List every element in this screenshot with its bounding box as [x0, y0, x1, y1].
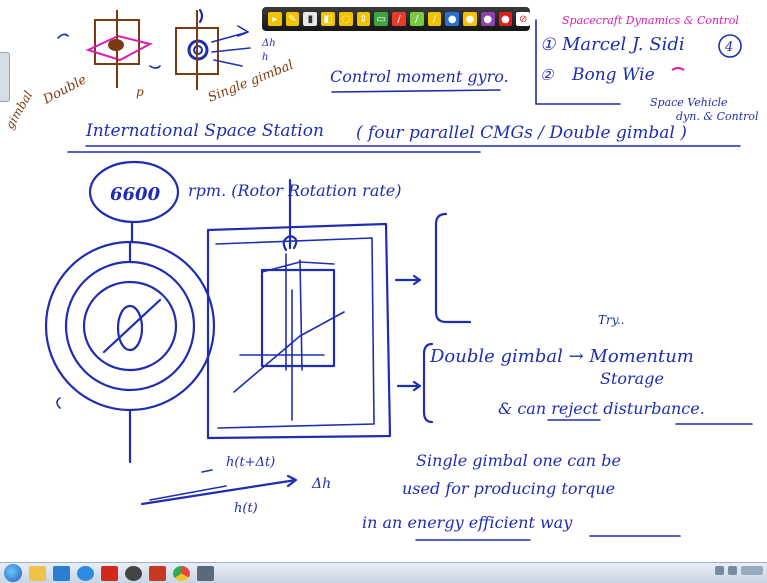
- pen-toolbar: ▸ ✎ ▮ ◧ ◌ ⇕ ▭ / / / ● ● ● ● ⊘: [262, 7, 530, 31]
- single-gimbal-line2: used for producing torque: [402, 479, 615, 498]
- chrome-icon[interactable]: [173, 566, 190, 581]
- tool-shapes-icon[interactable]: ▭: [374, 12, 388, 26]
- pdf-app-icon[interactable]: [149, 566, 166, 581]
- volume-icon[interactable]: [728, 566, 737, 575]
- ref1-author: Marcel J. Sidi: [561, 34, 685, 55]
- tool-close-icon[interactable]: ⊘: [516, 12, 530, 26]
- delta-h-label: Δh: [311, 476, 331, 492]
- side-panel-tab[interactable]: [0, 52, 10, 102]
- storage-text: Storage: [600, 369, 664, 388]
- windows-taskbar: [0, 562, 767, 583]
- single-gimbal-line1: Single gimbal one can be: [416, 451, 621, 470]
- clock-icon[interactable]: [741, 566, 763, 575]
- tool-pointer-arrow-icon[interactable]: ▸: [268, 12, 282, 26]
- tool-pen-red-icon[interactable]: /: [392, 12, 406, 26]
- ref1-number: ①: [540, 35, 556, 55]
- try-label: Try..: [598, 313, 625, 327]
- acrobat-icon[interactable]: [101, 566, 118, 581]
- ref2-number: ②: [540, 66, 555, 84]
- space-vehicle-line2: dyn. & Control: [676, 110, 759, 123]
- start-button[interactable]: [4, 564, 22, 582]
- tool-color-red-icon[interactable]: ●: [499, 12, 513, 26]
- iss-text: International Space Station: [85, 121, 324, 141]
- control-moment-gyro-text: Control moment gyro.: [330, 67, 509, 86]
- tool-pen-blue-icon[interactable]: /: [428, 12, 442, 26]
- label-p: p: [136, 85, 144, 99]
- label-dh-top: Δh: [261, 38, 276, 49]
- tool-color-yellow-icon[interactable]: ●: [463, 12, 477, 26]
- rpm-value: 6600: [110, 184, 161, 205]
- ref2-author: Bong Wie: [571, 65, 655, 85]
- system-tray: [715, 566, 763, 575]
- space-vehicle-line1: Space Vehicle: [650, 96, 728, 109]
- label-h-top: h: [262, 52, 268, 63]
- label-single-gimbal: Single gimbal: [206, 58, 296, 106]
- ref-count: 4: [724, 40, 733, 55]
- network-icon[interactable]: [715, 566, 724, 575]
- explorer-icon[interactable]: [29, 566, 46, 581]
- gimbal-frame-diagram: [208, 180, 390, 438]
- iss-paren-text: ( four parallel CMGs / Double gimbal ): [356, 123, 687, 143]
- rpm-text: rpm. (Rotor Rotation rate): [188, 181, 402, 200]
- tool-eraser-icon[interactable]: ◧: [321, 12, 335, 26]
- h-t-dt-label: h(t+Δt): [226, 455, 275, 470]
- tool-color-purple-icon[interactable]: ●: [481, 12, 495, 26]
- tool-highlighter-icon[interactable]: ▮: [303, 12, 317, 26]
- h-t-label: h(t): [234, 501, 258, 516]
- browser-ie-icon[interactable]: [77, 566, 94, 581]
- reject-disturbance-text: & can reject disturbance.: [498, 399, 705, 418]
- reference-bracket: [536, 20, 620, 104]
- label-double: Double: [40, 72, 90, 108]
- h-t-dt-vector: [142, 476, 296, 504]
- double-gimbal-text: Double gimbal → Momentum: [429, 346, 694, 367]
- gyro-rotor-diagram: [46, 242, 214, 462]
- single-gimbal-line3: in an energy efficient way: [362, 513, 573, 532]
- circle-app-icon[interactable]: [125, 566, 142, 581]
- tool-color-blue-icon[interactable]: ●: [445, 12, 459, 26]
- cmg-underline: [332, 90, 500, 92]
- x-app-icon[interactable]: [197, 566, 214, 581]
- magenta-title: Spacecraft Dynamics & Control: [562, 14, 739, 27]
- tool-pen-icon[interactable]: ✎: [286, 12, 300, 26]
- tool-lasso-icon[interactable]: ◌: [339, 12, 353, 26]
- tool-pen-green-icon[interactable]: /: [410, 12, 424, 26]
- media-player-icon[interactable]: [53, 566, 70, 581]
- tool-insert-space-icon[interactable]: ⇕: [357, 12, 371, 26]
